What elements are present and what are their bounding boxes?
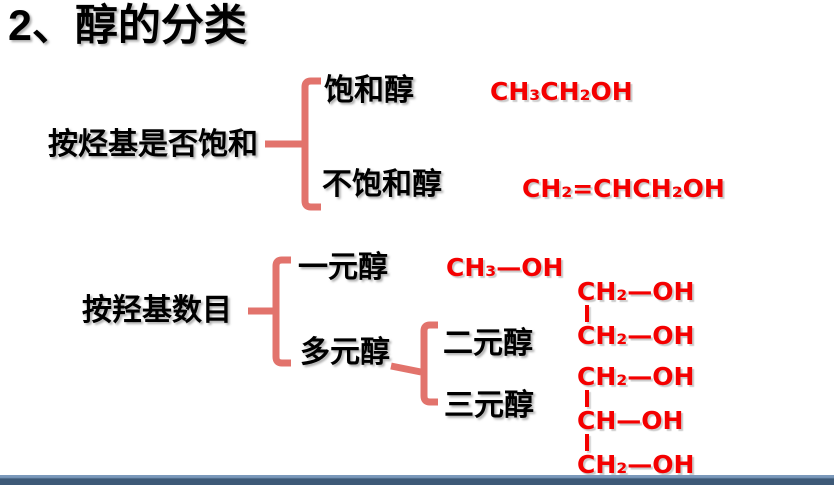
- formula-allyl-alcohol: CH₂=CHCH₂OH: [522, 174, 725, 203]
- formula-methanol: CH₃—OH: [446, 253, 564, 282]
- footer-bar: [0, 475, 834, 485]
- criterion-label-saturation: 按烃基是否饱和: [48, 128, 258, 161]
- branch-label-saturated: 饱和醇: [324, 74, 414, 107]
- branch-label-unsaturated: 不饱和醇: [322, 168, 442, 201]
- branch-label-monohydric: 一元醇: [298, 251, 388, 284]
- vertical-bond: [585, 434, 589, 451]
- vertical-bond: [585, 305, 589, 322]
- bracket-polyhydric: [390, 321, 438, 406]
- structure-line: CH₂—OH: [577, 362, 695, 391]
- branch-label-polyhydric: 多元醇: [300, 336, 390, 369]
- structure-line: CH₂—OH: [577, 450, 695, 479]
- criterion-label-hydroxyl-count: 按羟基数目: [82, 294, 232, 327]
- page-title: 2、醇的分类: [8, 2, 247, 50]
- bracket-hydroxyl-criterion: [248, 256, 291, 367]
- structure-glycerol: CH₂—OH CH—OH CH₂—OH: [577, 362, 695, 479]
- structure-line: CH₂—OH: [577, 321, 695, 350]
- bracket-saturation-criterion: [265, 77, 321, 211]
- structure-line: CH—OH: [577, 406, 684, 435]
- branch-label-dihydric: 二元醇: [443, 327, 533, 360]
- vertical-bond: [585, 390, 589, 407]
- structure-line: CH₂—OH: [577, 277, 695, 306]
- branch-label-trihydric: 三元醇: [444, 389, 534, 422]
- structure-ethylene-glycol: CH₂—OH CH₂—OH: [577, 277, 695, 350]
- formula-ethanol: CH₃CH₂OH: [490, 77, 633, 106]
